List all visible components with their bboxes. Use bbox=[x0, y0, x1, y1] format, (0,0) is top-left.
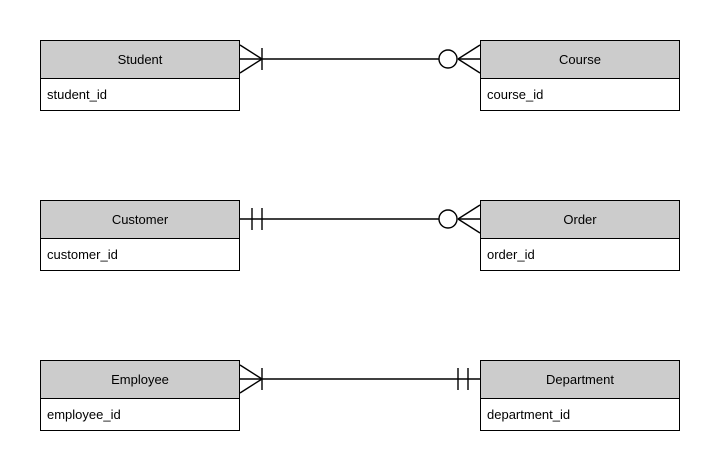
relationship-student-course bbox=[239, 44, 481, 74]
entity-box-employee[interactable]: Employee employee_id bbox=[40, 360, 240, 431]
entity-name-order: Order bbox=[481, 201, 679, 239]
entity-name-course: Course bbox=[481, 41, 679, 79]
cardinality-circle-order bbox=[438, 209, 458, 229]
entity-box-customer[interactable]: Customer customer_id bbox=[40, 200, 240, 271]
cardinality-order-zero-or-many bbox=[438, 204, 481, 234]
entity-attribute-employee-id: employee_id bbox=[41, 399, 239, 430]
entity-name-department: Department bbox=[481, 361, 679, 399]
cardinality-circle-course bbox=[438, 49, 458, 69]
entity-box-student[interactable]: Student student_id bbox=[40, 40, 240, 111]
cardinality-employee-one-or-many bbox=[239, 364, 263, 394]
entity-name-student: Student bbox=[41, 41, 239, 79]
entity-attribute-student-id: student_id bbox=[41, 79, 239, 110]
entity-name-employee: Employee bbox=[41, 361, 239, 399]
entity-attribute-department-id: department_id bbox=[481, 399, 679, 430]
entity-name-customer: Customer bbox=[41, 201, 239, 239]
entity-box-course[interactable]: Course course_id bbox=[480, 40, 680, 111]
entity-box-department[interactable]: Department department_id bbox=[480, 360, 680, 431]
relationship-employee-department bbox=[239, 364, 480, 394]
relationship-customer-order bbox=[240, 204, 481, 234]
entity-attribute-customer-id: customer_id bbox=[41, 239, 239, 270]
cardinality-student-one-or-many bbox=[239, 44, 263, 74]
cardinality-department-exactly-one bbox=[457, 368, 469, 390]
entity-attribute-course-id: course_id bbox=[481, 79, 679, 110]
cardinality-course-zero-or-many bbox=[438, 44, 481, 74]
cardinality-customer-exactly-one bbox=[251, 208, 263, 230]
entity-attribute-order-id: order_id bbox=[481, 239, 679, 270]
entity-box-order[interactable]: Order order_id bbox=[480, 200, 680, 271]
